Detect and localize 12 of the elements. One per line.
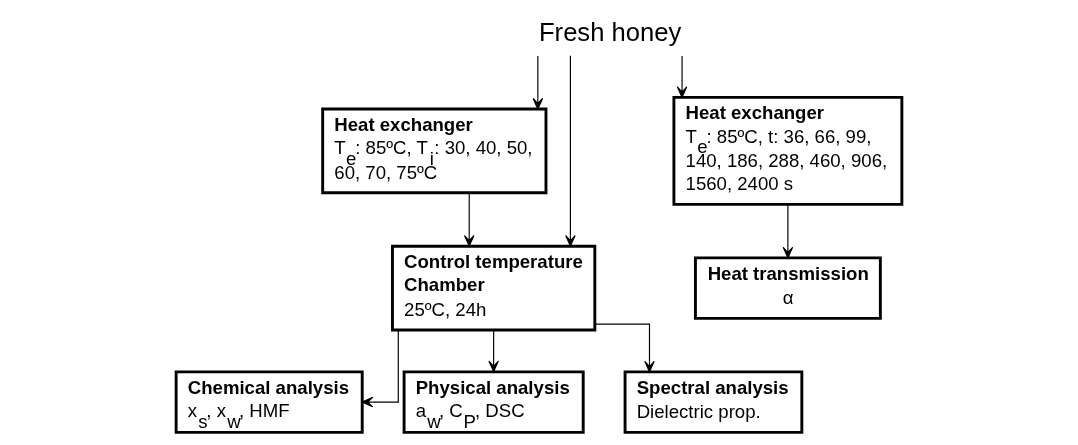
node-box: Control temperature Chamber 25ºC, 24h	[391, 244, 597, 331]
arrow	[782, 203, 794, 258]
arrow	[594, 323, 655, 372]
arrow	[488, 329, 499, 372]
arrow	[463, 191, 475, 247]
arrow	[565, 54, 576, 247]
node-box: Spectral analysis Dielectric prop.	[623, 369, 804, 434]
node-box: Heat transmission α	[693, 255, 882, 320]
arrow	[361, 329, 399, 407]
arrow	[676, 54, 688, 98]
arrow	[532, 54, 544, 110]
node-text: Fresh honey	[539, 17, 682, 46]
